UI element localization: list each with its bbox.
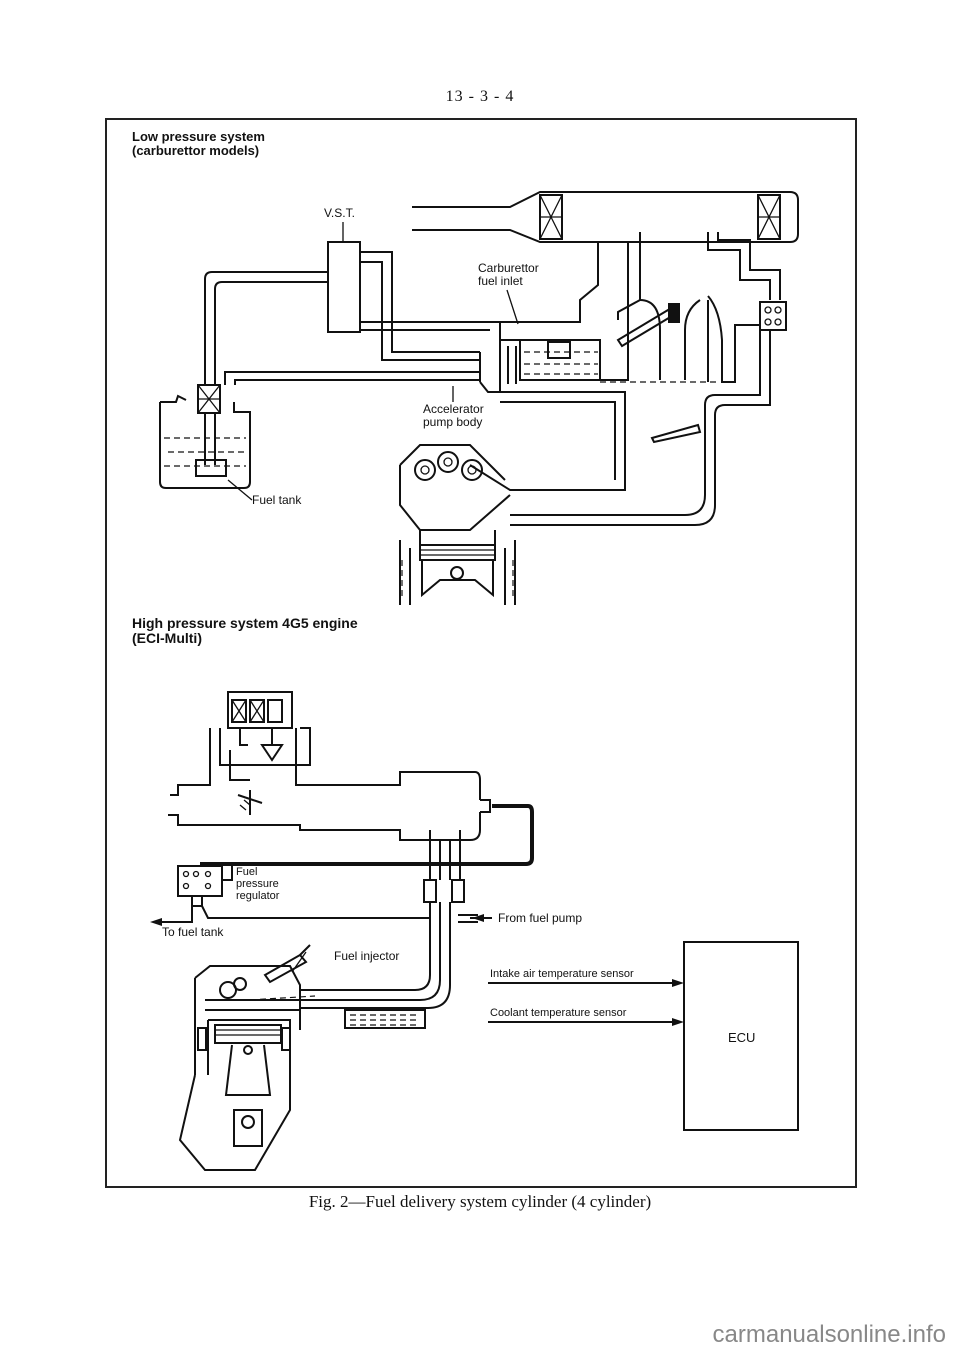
ecu-label: ECU [728, 1030, 756, 1045]
carburettor-inlet-line1: Carburettor [478, 261, 539, 275]
fpr-line1: Fuel [236, 866, 258, 878]
to-fuel-tank-label: To fuel tank [162, 925, 224, 939]
vst-unit [327, 222, 393, 333]
page-number: 13 - 3 - 4 [445, 88, 515, 105]
fuel-injector-label: Fuel injector [334, 949, 400, 963]
air-intake-pipe [412, 191, 799, 243]
fuel-pressure-regulator-label: Fuel pressure regulator [236, 866, 279, 902]
accelerator-pump-line1: Accelerator [423, 402, 484, 416]
pressure-regulator [150, 864, 430, 926]
throttle-body [168, 691, 491, 841]
fuel-lines-low [204, 271, 626, 491]
carburettor-inlet-label: Carburettor fuel inlet [478, 262, 539, 288]
accelerator-pump-label: Accelerator pump body [423, 403, 484, 429]
from-pump-arrow [470, 914, 492, 922]
air-cleaner-right [510, 232, 787, 526]
engine-high [178, 944, 426, 1171]
high-pressure-title-line1: High pressure system 4G5 engine [132, 615, 358, 631]
carburettor-inlet-line2: fuel inlet [478, 274, 523, 288]
low-pressure-title: Low pressure system (carburettor models) [132, 130, 265, 158]
fuel-rail-high [200, 804, 534, 1009]
low-pressure-title-line2: (carburettor models) [132, 143, 260, 158]
figure-frame [105, 118, 857, 1188]
accelerator-pump-line2: pump body [423, 415, 483, 429]
carburettor [479, 232, 720, 393]
coolant-sensor-label: Coolant temperature sensor [490, 1007, 627, 1019]
fuel-filter-low [197, 384, 221, 465]
sensor-lines [488, 979, 684, 1026]
low-pressure-title-line1: Low pressure system [132, 129, 265, 144]
fuel-tank-label: Fuel tank [252, 493, 302, 507]
intake-air-sensor-label: Intake air temperature sensor [490, 968, 634, 980]
from-fuel-pump-label: From fuel pump [498, 911, 583, 925]
engine-low [399, 444, 516, 605]
fuel-tank [159, 394, 253, 501]
figure-caption: Fig. 2—Fuel delivery system cylinder (4 … [308, 1192, 652, 1211]
ecu-box [683, 941, 799, 1131]
high-pressure-title: High pressure system 4G5 engine (ECI-Mul… [132, 616, 358, 646]
fpr-line3: regulator [236, 890, 280, 902]
watermark: carmanualsonline.info [712, 1321, 946, 1348]
high-pressure-title-line2: (ECI-Multi) [132, 630, 202, 646]
vst-label: V.S.T. [324, 206, 355, 220]
fpr-line2: pressure [236, 878, 279, 890]
